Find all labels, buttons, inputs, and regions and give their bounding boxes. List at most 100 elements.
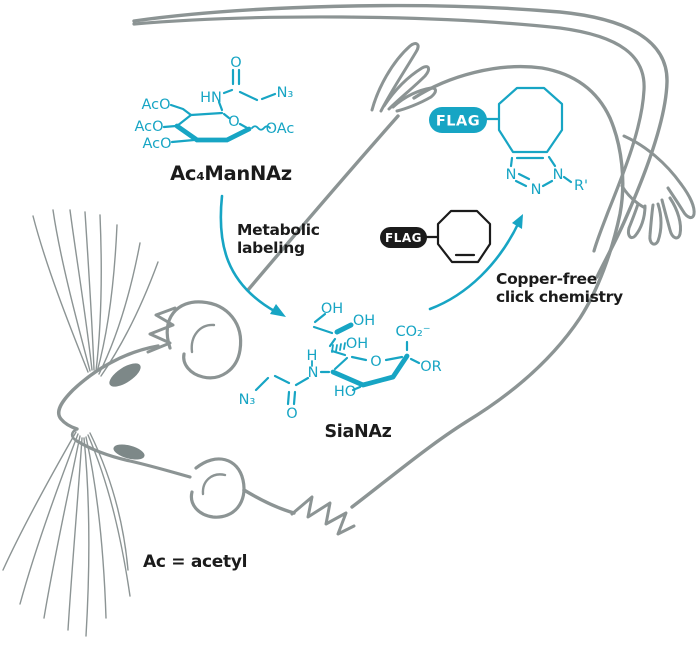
bond-c7-ring [330, 349, 347, 357]
bond-n1-r [562, 175, 573, 184]
atom-o-carbonyl: O [286, 406, 297, 422]
whisker [2, 431, 77, 571]
mouse-jaw [75, 439, 192, 479]
bond-ho-ring [351, 385, 362, 392]
probe-flag-pill [380, 227, 427, 248]
bond-ring [175, 111, 224, 128]
metabolite-bonds [254, 312, 421, 406]
atom-n3: N₃ [239, 392, 256, 408]
atom-ring-o: O [370, 354, 381, 370]
bond-c9-c8 [312, 325, 334, 335]
metabolic-arrow [219, 194, 286, 317]
atom-n3: N₃ [277, 85, 294, 101]
bond-ring-left [333, 356, 349, 371]
atom-n-right: N [553, 167, 564, 183]
atom-ho: HO [334, 384, 356, 400]
mouse-ear-bottom-inner [201, 473, 227, 496]
bond-c-ch2 [273, 374, 291, 385]
atom-oh-mid: OH [346, 336, 368, 352]
mouse-belly-left [242, 488, 296, 515]
whisker [87, 434, 131, 597]
bond-n-carbonyl [222, 88, 234, 95]
mouse-ear-tufts [146, 306, 177, 354]
adduct-atom-labels: N N N R' [506, 167, 588, 198]
bond-ring-to-O [222, 112, 231, 120]
whisker [100, 261, 159, 377]
bond-ring-top-left [350, 355, 368, 362]
footnote: Ac = acetyl [143, 552, 247, 572]
atom-n-mid: N [531, 182, 542, 198]
atom-oh-upper: OH [353, 313, 375, 329]
click-arrow [428, 214, 523, 311]
atom-aco-mid: AcO [134, 119, 163, 135]
toe [666, 182, 696, 220]
whisker [96, 224, 118, 373]
probe-flag-label: FLAG [385, 231, 422, 245]
metabolite-structure: OH OH OH HO CO₂⁻ O OR H N O N₃ [239, 301, 442, 422]
hash [343, 342, 346, 350]
atom-o-carbonyl: O [230, 55, 241, 71]
hash [339, 343, 342, 351]
atom-ring-o: O [228, 114, 239, 130]
mouse-ear-top [165, 300, 243, 380]
toe [627, 202, 647, 240]
whisker [95, 214, 102, 372]
toe [391, 86, 437, 113]
bond-c8a-n1 [547, 155, 557, 168]
precursor-structure: O HN N₃ AcO AcO AcO O OAc [134, 55, 294, 152]
click-label-line1: Copper-free [496, 270, 597, 288]
mouse-illustration [2, 3, 696, 637]
mouse-forepaw [290, 495, 356, 536]
adduct-bonds [485, 86, 573, 188]
leg-inner [620, 184, 647, 210]
bond-ring-bold [174, 123, 252, 143]
atom-aco-top: AcO [141, 97, 170, 113]
mouse-whiskers-lower [2, 431, 131, 637]
bond-c-ch2 [238, 90, 259, 102]
precursor-bonds [162, 68, 277, 144]
whisker [32, 215, 89, 373]
atom-oh-top: OH [321, 301, 343, 317]
precursor-name: Ac₄ManNAz [170, 162, 292, 185]
mouse-body-outline [350, 64, 625, 509]
atom-n-left: N [506, 167, 517, 183]
precursor-atom-labels: O HN N₃ AcO AcO AcO O OAc [134, 55, 294, 152]
atom-oac: OAc [266, 121, 295, 137]
mouse-back-line [246, 114, 400, 292]
probe-structure: FLAG [380, 209, 492, 264]
mouse-eye-lower [113, 444, 145, 460]
atom-r-prime: R' [574, 178, 588, 194]
hash [335, 344, 338, 352]
metabolic-label-line2: labeling [237, 239, 305, 257]
mouse-ear-bottom [189, 457, 246, 519]
bond-c1-or [409, 357, 421, 365]
mouse-hindfoot-top [370, 42, 437, 113]
adduct-flag-label: FLAG [436, 114, 480, 130]
bond-n1-n2 [541, 179, 554, 188]
adduct-structure: FLAG N N N R' [429, 86, 588, 198]
whisker [84, 211, 95, 371]
atom-h: H [307, 348, 318, 364]
atom-aco-bot: AcO [142, 136, 171, 152]
whisker [89, 432, 129, 571]
whisker [52, 209, 91, 372]
atom-co2: CO₂⁻ [395, 324, 430, 340]
bond-n3-c4a [509, 156, 514, 168]
bond-n2-n3-b [517, 172, 531, 181]
metabolic-label-line1: Metabolic [237, 221, 320, 239]
bond-aco-bot [170, 138, 196, 144]
mouse-tail-inner [132, 15, 646, 253]
whisker [83, 437, 90, 637]
bond-c-double-o-2 [292, 390, 297, 406]
toe [382, 65, 431, 111]
whisker [98, 242, 141, 375]
toe [648, 202, 663, 246]
bond-anomeric-squiggle [251, 125, 271, 131]
cyclooctane-ring [497, 86, 564, 154]
mouse-ear-top-inner [190, 323, 216, 354]
bond-c6-arm [169, 103, 193, 117]
atom-n: N [308, 365, 319, 381]
click-label-line2: click chemistry [496, 288, 623, 306]
